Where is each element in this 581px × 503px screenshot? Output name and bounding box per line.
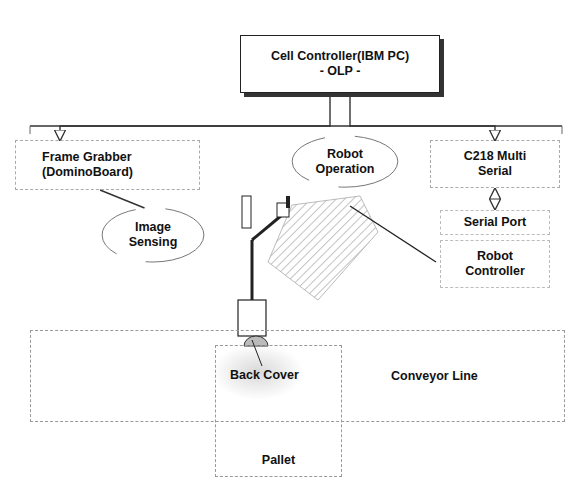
robot-arm [252, 215, 282, 240]
controller-box: Robot Controller [440, 240, 550, 288]
board-box: Frame Grabber (DominoBoard) [15, 140, 200, 190]
node-text: Robot Controller [455, 249, 535, 279]
node-text: C218 Multi Serial [455, 149, 535, 179]
connector [100, 190, 145, 208]
node-text: - OLP - [320, 64, 361, 79]
robot-tool [242, 196, 251, 228]
port-box: Serial Port [440, 210, 550, 235]
node-text: Frame Grabber (DominoBoard) [42, 150, 147, 180]
robot-cable-line [350, 206, 436, 262]
robot-column [251, 240, 254, 300]
node-text: Robot Operation [310, 147, 380, 177]
connector [350, 97, 495, 140]
part-label: Back Cover [230, 368, 299, 383]
board-box: C218 Multi Serial [430, 140, 560, 188]
connector [494, 189, 495, 209]
pallet-box: Pallet [215, 345, 342, 477]
node-text: Cell Controller(IBM PC) [271, 49, 409, 64]
node-text: Conveyor Line [391, 369, 478, 384]
cloud-label: Image Sensing [100, 205, 206, 265]
cloud-outline [292, 136, 398, 187]
bus-drop [562, 126, 563, 134]
robot-sweep-area [268, 196, 378, 300]
leader-line [252, 340, 262, 366]
robot-finger [286, 196, 290, 208]
node-text: Serial Port [464, 215, 527, 230]
node-text: Image Sensing [118, 220, 188, 250]
bus-drop [30, 126, 31, 134]
connector [60, 97, 330, 140]
cloud-label: Robot Operation [290, 133, 400, 190]
controller-box: Cell Controller(IBM PC)- OLP - [240, 35, 440, 93]
cloud-outline [102, 208, 204, 262]
node-text: Pallet [262, 453, 295, 468]
cover-shading [212, 344, 304, 400]
